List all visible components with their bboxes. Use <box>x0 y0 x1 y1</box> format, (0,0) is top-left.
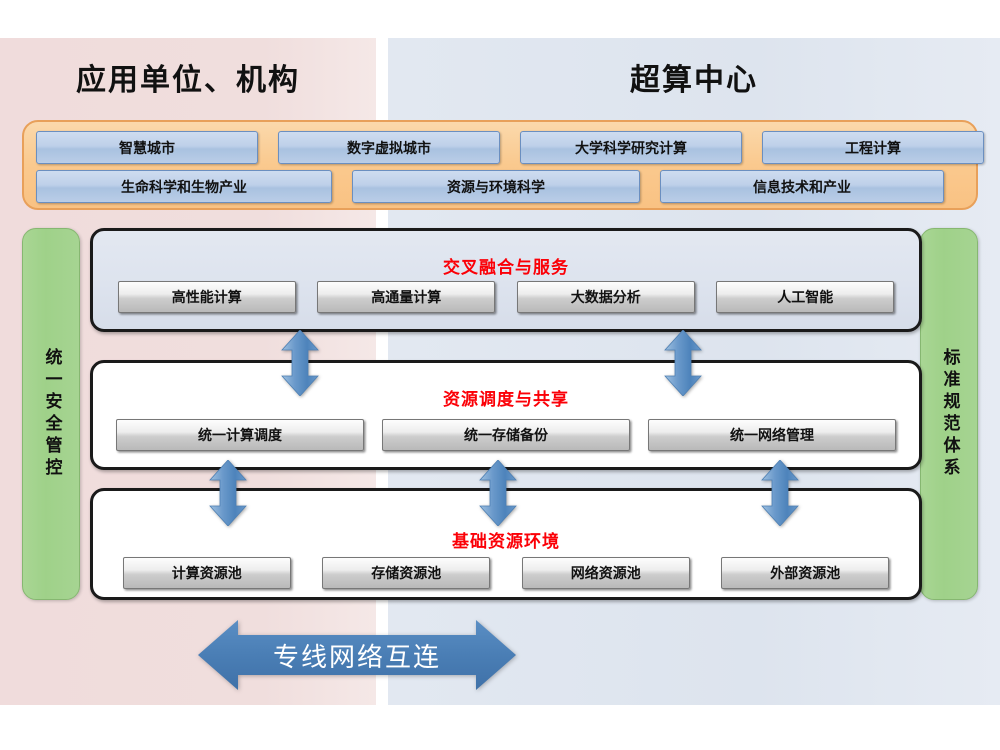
pillar-right-label: 标准规范体系 <box>939 348 960 480</box>
box-big-data-analysis[interactable]: 大数据分析 <box>516 281 695 313</box>
box-unified-storage-backup[interactable]: 统一存储备份 <box>382 419 630 451</box>
box-high-performance-computing[interactable]: 高性能计算 <box>117 281 296 313</box>
box-external-resource-pool[interactable]: 外部资源池 <box>721 557 890 589</box>
application-band-row-1: 智慧城市 数字虚拟城市 大学科学研究计算 工程计算 <box>36 131 984 164</box>
app-item-info-tech[interactable]: 信息技术和产业 <box>660 170 944 203</box>
layer-cross-integration: 交叉融合与服务 高性能计算 高通量计算 大数据分析 人工智能 <box>90 228 922 332</box>
app-item-resource-env[interactable]: 资源与环境科学 <box>352 170 640 203</box>
layer-1-title: 交叉融合与服务 <box>443 258 569 278</box>
heading-right: 超算中心 <box>630 63 758 98</box>
box-network-resource-pool[interactable]: 网络资源池 <box>521 557 690 589</box>
application-band-row-2: 生命科学和生物产业 资源与环境科学 信息技术和产业 <box>36 170 964 203</box>
pillar-unified-security[interactable]: 统一安全管控 <box>22 228 80 600</box>
double-arrow-icon-l2-l3-left <box>208 460 248 526</box>
box-compute-resource-pool[interactable]: 计算资源池 <box>122 557 291 589</box>
app-item-engineering[interactable]: 工程计算 <box>762 131 984 164</box>
heading-left: 应用单位、机构 <box>76 63 300 98</box>
box-high-throughput-computing[interactable]: 高通量计算 <box>317 281 496 313</box>
layer-resource-scheduling: 资源调度与共享 统一计算调度 统一存储备份 统一网络管理 <box>90 360 922 470</box>
double-arrow-icon-l2-l3-center <box>478 460 518 526</box>
box-unified-compute-scheduling[interactable]: 统一计算调度 <box>116 419 364 451</box>
app-item-smart-city[interactable]: 智慧城市 <box>36 131 258 164</box>
layer-3-box-row: 计算资源池 存储资源池 网络资源池 外部资源池 <box>93 557 919 589</box>
double-arrow-icon-l2-l3-right <box>760 460 800 526</box>
layer-3-title: 基础资源环境 <box>452 532 560 552</box>
dedicated-network-arrow-icon <box>198 617 516 693</box>
box-artificial-intelligence[interactable]: 人工智能 <box>716 281 895 313</box>
app-item-university-science[interactable]: 大学科学研究计算 <box>520 131 742 164</box>
layer-2-title: 资源调度与共享 <box>443 390 569 410</box>
double-arrow-icon-l1-l2-right <box>663 330 703 396</box>
pillar-left-label: 统一安全管控 <box>41 348 62 480</box>
app-item-life-science[interactable]: 生命科学和生物产业 <box>36 170 332 203</box>
pillar-standards-system[interactable]: 标准规范体系 <box>920 228 978 600</box>
application-band: 智慧城市 数字虚拟城市 大学科学研究计算 工程计算 生命科学和生物产业 资源与环… <box>22 120 984 210</box>
layer-2-box-row: 统一计算调度 统一存储备份 统一网络管理 <box>93 419 919 451</box>
box-storage-resource-pool[interactable]: 存储资源池 <box>322 557 491 589</box>
layer-1-box-row: 高性能计算 高通量计算 大数据分析 人工智能 <box>93 281 919 313</box>
app-item-digital-city[interactable]: 数字虚拟城市 <box>278 131 500 164</box>
double-arrow-icon-l1-l2-left <box>280 330 320 396</box>
box-unified-network-management[interactable]: 统一网络管理 <box>648 419 896 451</box>
